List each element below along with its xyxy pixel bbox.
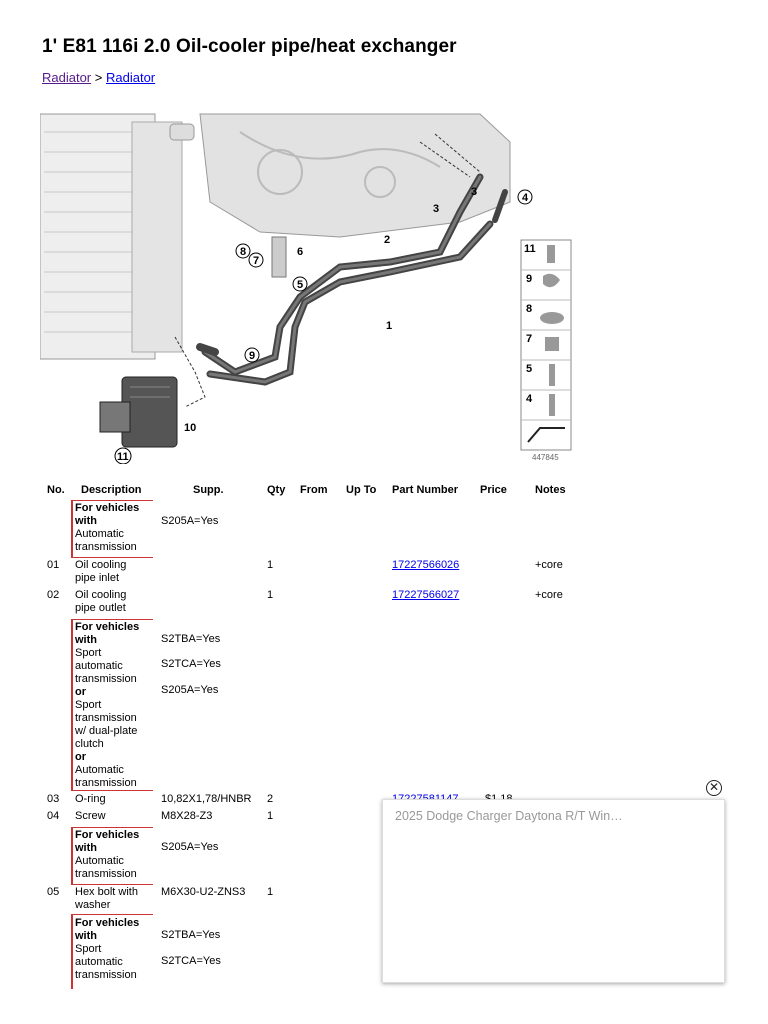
row-notes: +core xyxy=(535,589,563,601)
row-qty: 2 xyxy=(267,793,274,805)
callout-7: 7 xyxy=(253,255,259,267)
condition-supp: S205A=Yes xyxy=(161,841,219,853)
legend-num-11: 11 xyxy=(524,243,536,255)
row-no: 01 xyxy=(47,559,60,571)
row-qty: 1 xyxy=(267,810,274,822)
breadcrumb-link-radiator-parent[interactable]: Radiator xyxy=(42,70,92,85)
condition-block: For vehicles with Automatic transmission xyxy=(75,502,155,554)
callout-3a: 3 xyxy=(471,186,477,198)
col-notes: Notes xyxy=(535,484,566,496)
diagram-image-number: 447845 xyxy=(532,453,559,462)
row-supp: 10,82X1,78/HNBR xyxy=(161,793,252,805)
radiator-illustration xyxy=(40,113,195,360)
condition-bracket xyxy=(71,914,153,989)
col-description: Description xyxy=(81,484,142,496)
callout-2: 2 xyxy=(384,234,390,246)
condition-supp: S205A=Yes xyxy=(161,515,219,527)
oil-cooling-pipes xyxy=(196,173,508,386)
bracket-illustration xyxy=(271,236,287,278)
callout-1: 1 xyxy=(386,320,392,332)
row-description: Screw xyxy=(75,810,106,822)
callout-6: 6 xyxy=(297,246,303,258)
part-number-link[interactable]: 17227566026 xyxy=(392,559,460,571)
col-qty: Qty xyxy=(267,484,286,496)
condition-supp: S2TBA=Yes xyxy=(161,633,221,645)
parts-diagram: 2 1 3 3 4 5 6 7 8 9 10 11 11 9 8 7 5 4 xyxy=(40,113,572,464)
callout-5: 5 xyxy=(297,279,303,291)
callout-9: 9 xyxy=(249,350,255,362)
ad-overlay[interactable]: 2025 Dodge Charger Daytona R/T Win… xyxy=(382,799,725,983)
close-circle-icon[interactable]: ✕ xyxy=(706,780,722,796)
condition-supp: S2TCA=Yes xyxy=(161,955,221,967)
breadcrumb-link-radiator[interactable]: Radiator xyxy=(105,70,156,85)
condition-bracket xyxy=(71,619,153,791)
breadcrumb: Radiator > Radiator xyxy=(42,70,155,85)
condition-block: For vehicles with Automatic transmission xyxy=(75,829,140,880)
condition-line: with xyxy=(75,515,97,527)
diagram-callouts: 2 1 3 3 4 5 6 7 8 9 10 11 xyxy=(114,186,533,464)
row-qty: 1 xyxy=(267,559,274,571)
legend-num-7: 7 xyxy=(526,333,532,345)
page-title: 1' E81 116i 2.0 Oil-cooler pipe/heat exc… xyxy=(42,36,457,57)
condition-bracket xyxy=(71,827,153,885)
legend-num-5: 5 xyxy=(526,363,532,375)
row-no: 03 xyxy=(47,793,60,805)
condition-bracket xyxy=(71,500,153,558)
callout-8: 8 xyxy=(240,246,246,258)
col-from: From xyxy=(300,484,328,496)
part-number-link[interactable]: 17227566027 xyxy=(392,589,460,601)
condition-line: transmission xyxy=(75,541,137,553)
condition-supp: S2TBA=Yes xyxy=(161,929,221,941)
row-notes: +core xyxy=(535,559,563,571)
condition-block: For vehicles with Sport automatic transm… xyxy=(75,621,140,789)
row-no: 02 xyxy=(47,589,60,601)
row-supp: M8X28-Z3 xyxy=(161,810,213,822)
callout-11: 11 xyxy=(117,451,129,463)
condition-supp: S2TCA=Yes xyxy=(161,658,221,670)
transmission-illustration xyxy=(199,113,511,238)
legend-num-8: 8 xyxy=(526,303,532,315)
row-qty: 1 xyxy=(267,589,274,601)
col-part-number: Part Number xyxy=(392,484,459,496)
condition-block: For vehicles with Sport automatic transm… xyxy=(75,917,140,981)
callout-10: 10 xyxy=(184,422,196,434)
row-no: 05 xyxy=(47,886,60,898)
condition-line: For vehicles xyxy=(75,502,140,514)
row-no: 04 xyxy=(47,810,60,822)
row-qty: 1 xyxy=(267,886,274,898)
col-no: No. xyxy=(47,484,65,496)
row-description: O-ring xyxy=(75,793,106,805)
callout-4: 4 xyxy=(522,192,529,204)
condition-supp: S205A=Yes xyxy=(161,684,219,696)
condition-line: Automatic xyxy=(75,528,124,540)
ad-title[interactable]: 2025 Dodge Charger Daytona R/T Win… xyxy=(395,809,623,823)
col-price: Price xyxy=(480,484,507,496)
col-supp: Supp. xyxy=(193,484,224,496)
col-up-to: Up To xyxy=(346,484,377,496)
breadcrumb-separator: > xyxy=(94,70,103,85)
legend-num-9: 9 xyxy=(526,273,532,285)
row-supp: M6X30-U2-ZNS3 xyxy=(161,886,246,898)
callout-3b: 3 xyxy=(433,203,439,215)
small-parts-legend: 11 9 8 7 5 4 447845 xyxy=(520,239,572,462)
legend-num-4: 4 xyxy=(526,393,533,405)
heat-exchanger-illustration xyxy=(99,376,178,448)
